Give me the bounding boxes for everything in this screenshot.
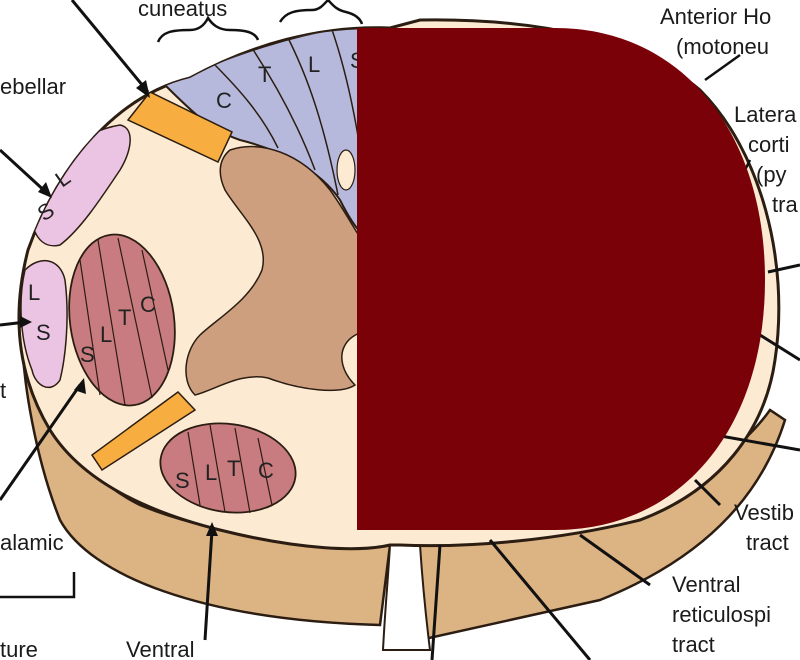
arrow-ventral-head	[206, 522, 218, 536]
label-ventral: Ventral	[126, 637, 195, 660]
lateral-lower-seg-s: S	[36, 320, 51, 345]
ventral-orange-tract	[90, 391, 197, 472]
arrow-lateral-lower-head	[20, 316, 32, 328]
dorsal-seg-l: L	[308, 52, 320, 77]
spinothalamic-ventral-seg-s: S	[175, 468, 190, 493]
label-motoneurons: (motoneu	[676, 34, 769, 59]
arrow-spinocerebellar	[0, 148, 50, 196]
lateral-lower-seg-l: L	[28, 280, 40, 305]
arrow-right-mid	[759, 333, 800, 362]
label-vestibulo-tract: tract	[746, 530, 789, 555]
dorsal-seg-c: C	[216, 88, 232, 113]
arrow-ventral-reticulospinal-1	[488, 539, 592, 660]
spinothalamic-ventral	[159, 422, 297, 514]
label-lateral: Latera	[734, 102, 797, 127]
dorsal-divider-1	[211, 61, 279, 149]
arrow-spinothalamic-head	[74, 378, 86, 394]
label-ventral-reticulospinal-1: Ventral	[672, 572, 741, 597]
spinothalamic-lateral-seg-s: S	[80, 342, 95, 367]
label-corti: corti	[748, 132, 790, 157]
label-ventral-reticulospinal-3: tract	[672, 632, 715, 657]
spinocerebellar-lower	[20, 260, 68, 389]
occluder-shape	[357, 28, 765, 530]
dorsal-inner-ellipse	[336, 149, 356, 191]
arrow-ventral-reticulospinal-2	[579, 533, 651, 587]
label-ture: ture	[0, 637, 38, 660]
arrow-anterior-horn	[704, 53, 741, 82]
arrow-dorsal-orange-head	[136, 80, 150, 98]
arrow-vestibulo	[693, 478, 722, 507]
arrow-right-lower	[714, 433, 800, 452]
spinothalamic-ventral-seg-c: C	[258, 458, 274, 483]
scale-bracket	[0, 572, 76, 599]
arrow-bottom-center	[430, 544, 442, 660]
dorsal-seg-t: T	[258, 62, 271, 87]
label-anterior-horn: Anterior Ho	[660, 4, 771, 29]
label-tra: tra	[772, 192, 798, 217]
spinothalamic-lateral-lines	[79, 237, 169, 406]
label-ventral-reticulospinal-2: reticulospi	[672, 602, 771, 627]
gray-matter	[185, 145, 390, 396]
label-cuneatus: cuneatus	[138, 0, 227, 21]
arrow-spinocerebellar-head	[38, 182, 52, 198]
arrow-spinothalamic	[0, 384, 82, 501]
arrow-dorsal-orange	[70, 0, 150, 93]
dorsal-divider-3	[284, 31, 339, 196]
spinothalamic-lateral-seg-l: L	[100, 322, 112, 347]
spinothalamic-ventral-seg-l: L	[205, 460, 217, 485]
arrow-lateral-cortico	[767, 263, 800, 274]
spinothalamic-lateral-seg-c: C	[140, 292, 156, 317]
spinothalamic-ventral-seg-t: T	[227, 456, 240, 481]
label-pyr: (py	[756, 162, 787, 187]
label-left-edge: t	[0, 378, 6, 403]
spinothalamic-lateral-seg-t: T	[118, 305, 131, 330]
dorsal-divider-2	[249, 44, 316, 171]
label-spinothalamic: alamic	[0, 530, 64, 555]
cord-base-front	[381, 544, 432, 651]
gracilis-brace	[278, 0, 364, 25]
dorsal-orange-tract	[126, 91, 233, 163]
spinothalamic-ventral-lines	[187, 424, 273, 514]
label-cerebellar: ebellar	[0, 74, 66, 99]
cuneatus-brace	[156, 15, 260, 43]
arrow-ventral	[203, 529, 214, 641]
label-vestibulo: Vestib	[734, 500, 794, 525]
